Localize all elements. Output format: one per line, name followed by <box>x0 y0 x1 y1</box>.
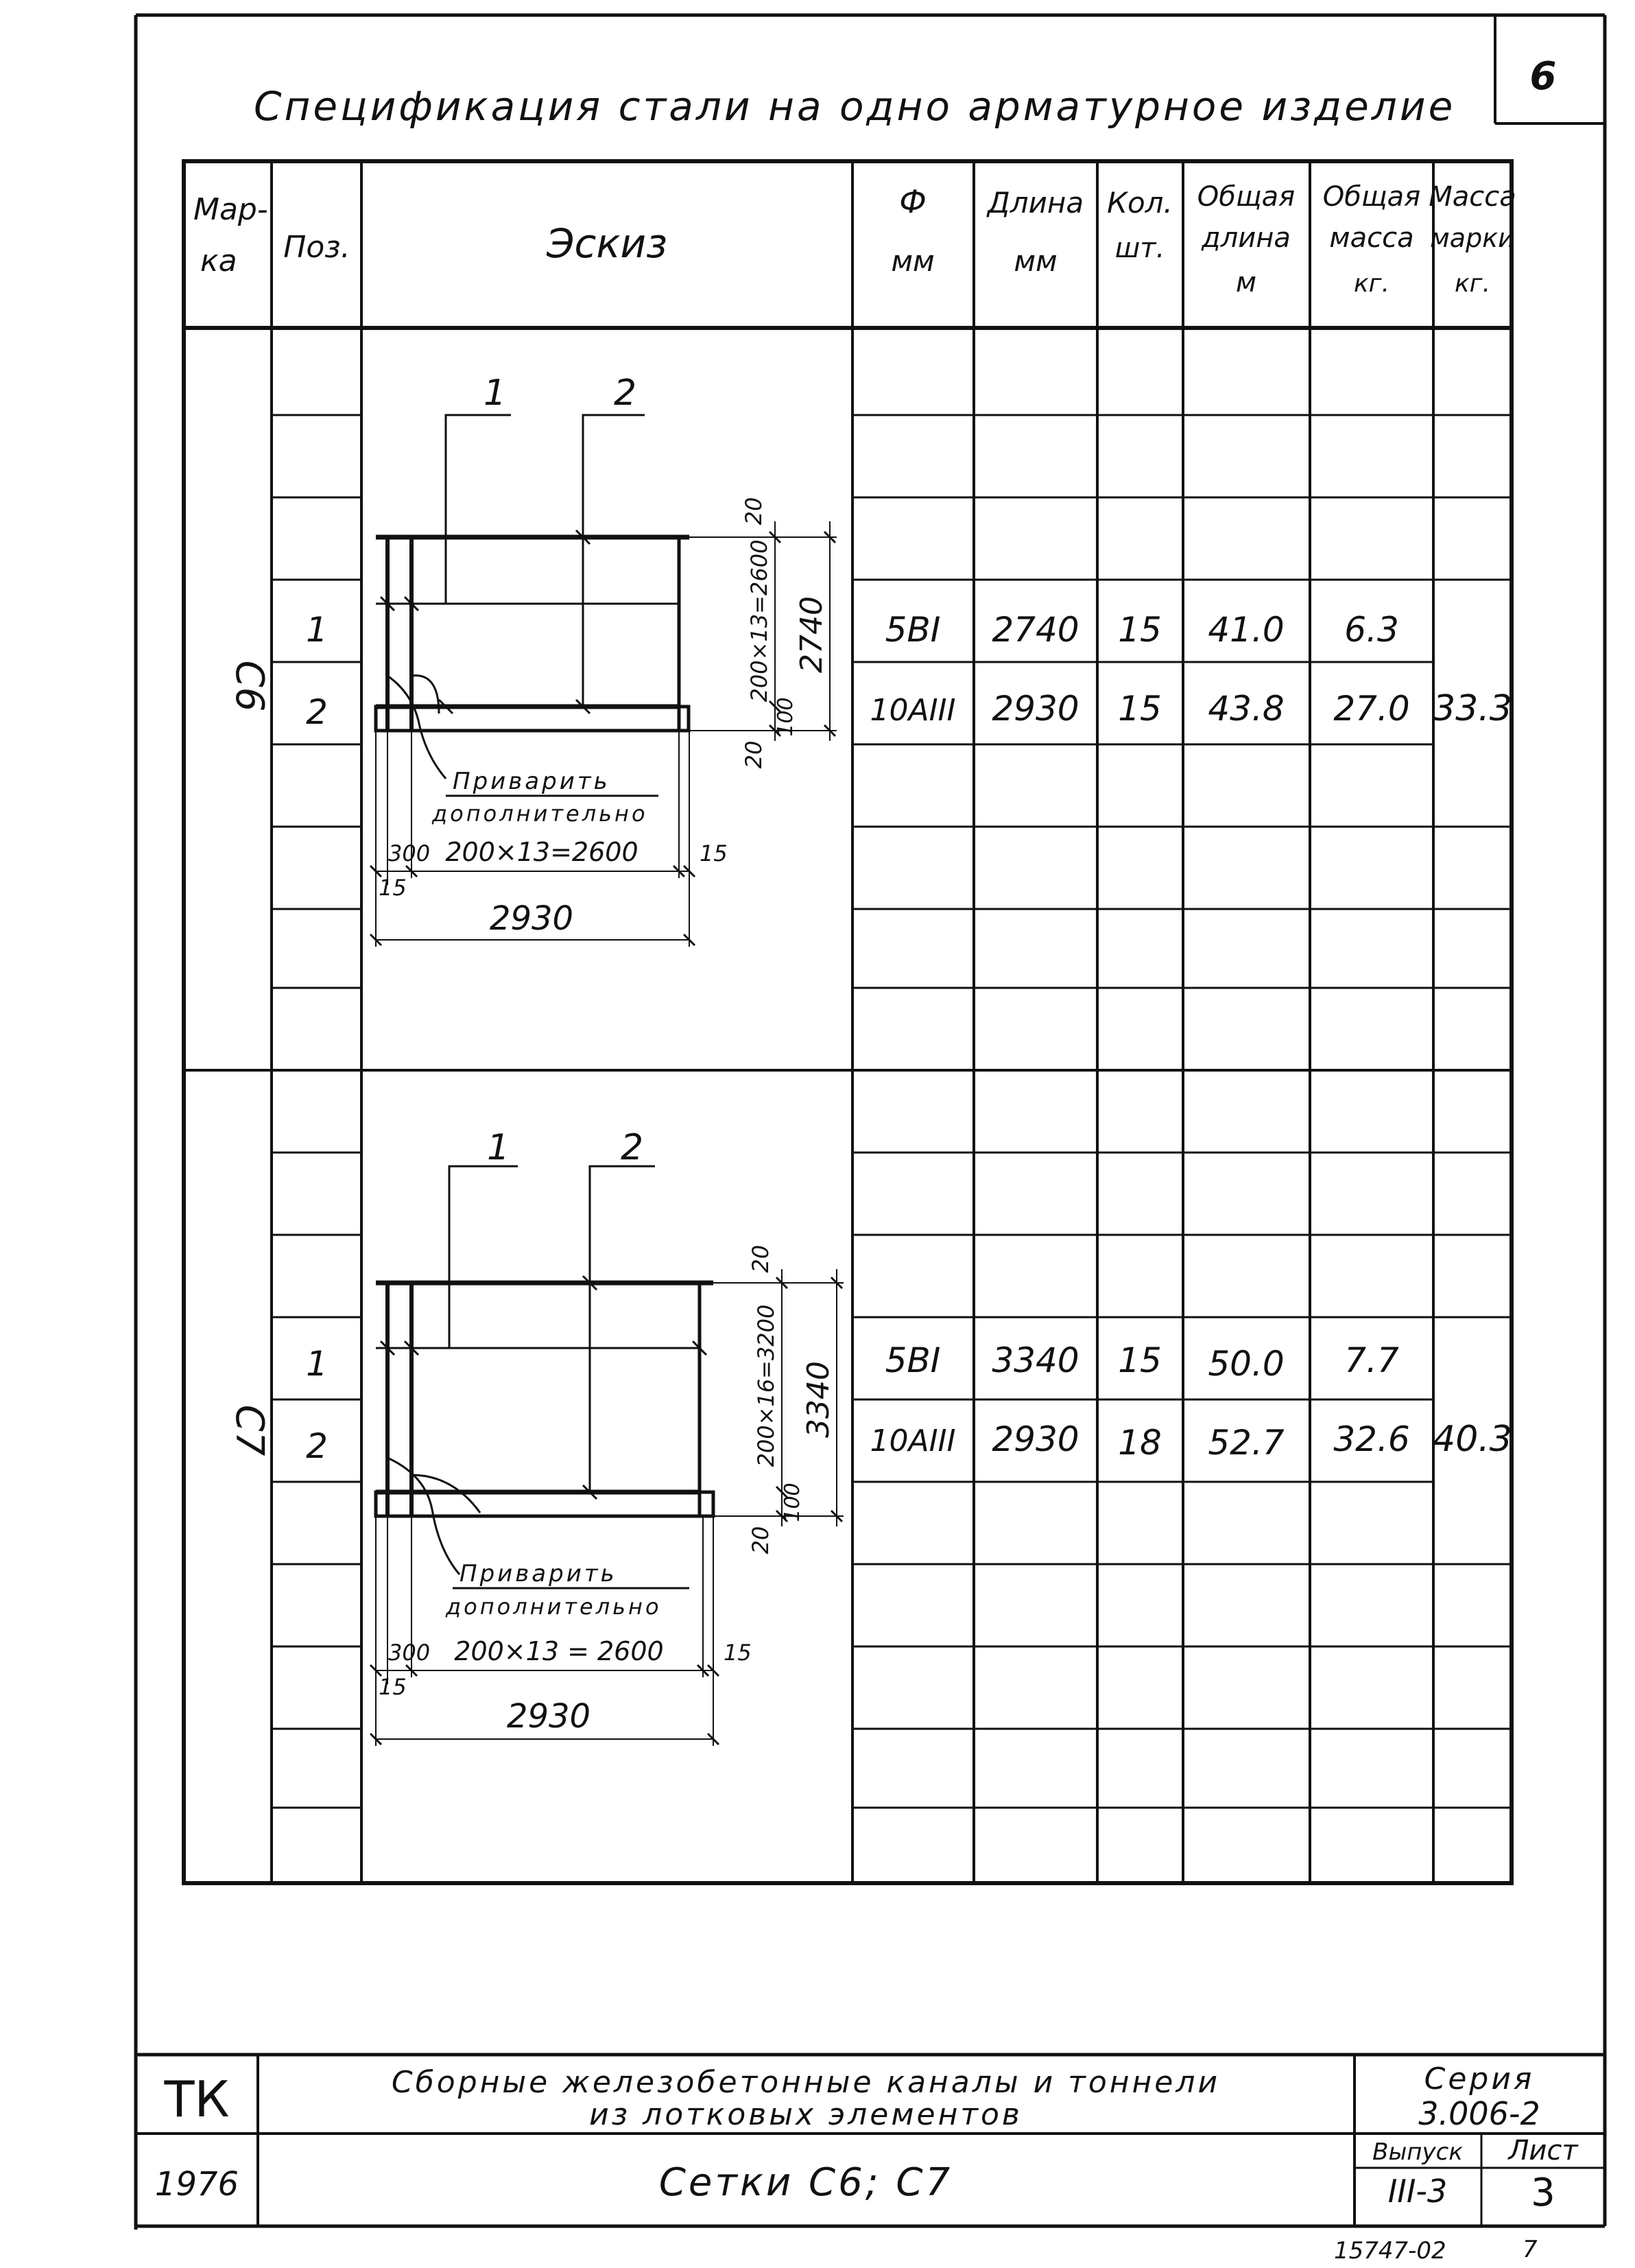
c7-row2-qty: 18 <box>1118 1423 1162 1463</box>
header-total-mass-1: Общая <box>1323 181 1420 213</box>
header-qty-1: Кол. <box>1107 186 1173 220</box>
stamp-project-title-2: из лотковых элементов <box>589 2097 1023 2132</box>
c6-dim-right-20b: 20 <box>741 741 767 769</box>
stamp-year: 1976 <box>155 2165 239 2204</box>
sheet-frame <box>134 13 1607 2230</box>
c7-row1-qty: 15 <box>1118 1340 1162 1380</box>
c6-weld-note-1: Приварить <box>453 768 610 795</box>
c6-row1-total-length: 41.0 <box>1208 610 1284 650</box>
header-marka-2: ка <box>200 244 237 279</box>
c6-row2-total-length: 43.8 <box>1208 689 1284 729</box>
header-total-mass-3: кг. <box>1354 270 1389 298</box>
spec-table-grid <box>182 159 1514 1885</box>
stamp-series-label: Серия <box>1424 2062 1535 2096</box>
c7-leader-2: 2 <box>621 1127 643 1168</box>
stamp-issue-label: Выпуск <box>1372 2138 1463 2166</box>
c7-row1-mass: 7.7 <box>1344 1340 1399 1380</box>
c6-dim-15b: 15 <box>700 840 728 866</box>
header-total-length-2: длина <box>1201 222 1291 254</box>
c7-row2-diam: 10АIII <box>870 1424 955 1458</box>
c6-row1-qty: 15 <box>1118 610 1162 650</box>
archive-number: 15747-02 <box>1334 2237 1446 2265</box>
table-header: Мар- ка Поз. Эскиз Ф мм Длина мм Кол. шт… <box>193 181 1516 298</box>
c6-dim-total: 2930 <box>490 899 573 938</box>
c7-weld-note-1: Приварить <box>460 1560 617 1587</box>
header-mark-mass-1: Масса <box>1429 181 1516 213</box>
c6-dim-right-total: 2740 <box>794 596 829 673</box>
stamp-code: ТК <box>163 2070 229 2128</box>
c7-row2-pos: 2 <box>306 1426 328 1466</box>
c6-row2-diam: 10АIII <box>870 693 955 728</box>
c7-sketch <box>369 1165 844 1746</box>
c7-leader-1: 1 <box>487 1127 510 1168</box>
mark-c7: С7 <box>227 1405 272 1456</box>
stamp-issue-value: III-3 <box>1388 2173 1448 2210</box>
header-eskiz: Эскиз <box>546 220 667 267</box>
c6-weld-note-2: дополнительно <box>431 801 648 827</box>
c7-row2-mass: 32.6 <box>1333 1419 1409 1459</box>
page-number: 7 <box>1523 2236 1538 2263</box>
header-diam-2: мм <box>891 244 934 278</box>
c7-row2-length: 2930 <box>992 1419 1079 1459</box>
c6-row1-pos: 1 <box>306 610 328 650</box>
header-marka-1: Мар- <box>193 192 268 227</box>
header-total-mass-2: масса <box>1329 222 1413 254</box>
c6-row2-qty: 15 <box>1118 689 1162 729</box>
stamp-sheet-title: Сетки С6; С7 <box>659 2160 953 2205</box>
c6-mark-mass: 33.3 <box>1433 688 1512 729</box>
c6-row1-length: 2740 <box>992 610 1079 650</box>
c6-row2-pos: 2 <box>306 692 328 732</box>
c6-leader-2: 2 <box>614 373 636 414</box>
c7-dim-bottom: 200×13 = 2600 <box>454 1636 663 1666</box>
mark-c6: С6 <box>227 661 272 712</box>
stamp-sheet-label: Лист <box>1507 2135 1579 2166</box>
c6-leader-1: 1 <box>484 373 506 414</box>
group-c7: С7 1 5ВI 3340 15 50.0 7.7 2 10АIII 2930 … <box>227 1127 1512 1746</box>
stamp-project-title-1: Сборные железобетонные каналы и тоннели <box>392 2065 1220 2100</box>
header-total-length-1: Общая <box>1197 181 1295 213</box>
c7-dim-right-100: 100 <box>780 1483 804 1522</box>
c6-row1-diam: 5ВI <box>885 610 941 650</box>
c6-dim-15a: 15 <box>379 875 407 901</box>
c7-weld-note-2: дополнительно <box>445 1594 662 1620</box>
group-c6: С6 1 5ВI 2740 15 41.0 6.3 2 10АIII 2930 … <box>227 373 1512 947</box>
header-total-length-3: м <box>1236 267 1256 298</box>
c6-row2-length: 2930 <box>992 689 1079 729</box>
c6-row2-mass: 27.0 <box>1333 689 1409 729</box>
c6-dim-bottom: 200×13=2600 <box>445 837 638 867</box>
c7-row2-total-length: 52.7 <box>1208 1423 1285 1463</box>
c7-row1-total-length: 50.0 <box>1208 1344 1284 1384</box>
c7-dim-15b: 15 <box>724 1640 752 1666</box>
stamp-series-value: 3.006-2 <box>1418 2095 1540 2132</box>
stamp-sheet-value: 3 <box>1531 2171 1555 2215</box>
c6-dim-300: 300 <box>388 840 430 866</box>
c7-dim-right-20a: 20 <box>748 1245 774 1273</box>
c7-dim-300: 300 <box>388 1640 430 1666</box>
c6-dim-right-100: 100 <box>774 697 798 736</box>
header-length-1: Длина <box>986 186 1084 220</box>
c7-dim-right-mid: 200×16=3200 <box>753 1305 779 1467</box>
header-poz: Поз. <box>283 230 350 265</box>
header-mark-mass-3: кг. <box>1455 270 1490 298</box>
header-diam-1: Ф <box>899 183 927 220</box>
sheet-number: 6 <box>1530 54 1557 99</box>
header-mark-mass-2: марки <box>1430 223 1515 253</box>
title-block-grid <box>136 2053 1605 2226</box>
c7-row1-length: 3340 <box>992 1340 1079 1380</box>
c6-dim-right-mid: 200×13=2600 <box>746 540 772 702</box>
page-title: Спецификация стали на одно арматурное из… <box>254 83 1455 130</box>
c7-dim-right-total: 3340 <box>801 1361 836 1438</box>
header-qty-2: шт. <box>1115 233 1165 264</box>
c7-mark-mass: 40.3 <box>1433 1419 1512 1460</box>
c7-row1-pos: 1 <box>306 1344 328 1384</box>
c7-row1-diam: 5ВI <box>885 1340 941 1380</box>
header-length-2: мм <box>1014 244 1057 278</box>
c6-row1-mass: 6.3 <box>1344 610 1399 650</box>
c6-dim-right-20a: 20 <box>741 497 767 525</box>
c7-dim-15a: 15 <box>379 1674 407 1700</box>
c6-sketch <box>369 414 837 947</box>
c7-dim-total: 2930 <box>507 1697 590 1736</box>
c7-dim-right-20b: 20 <box>748 1526 774 1555</box>
